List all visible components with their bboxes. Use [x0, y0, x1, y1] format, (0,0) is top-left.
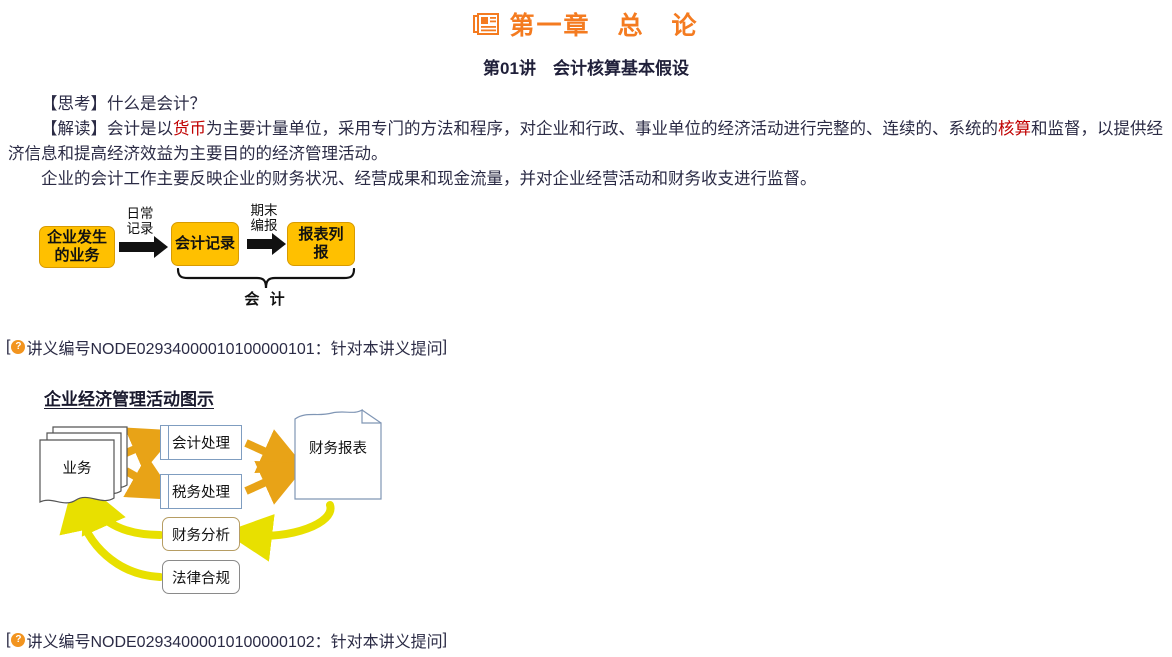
flow-box-report: 报表列 报 — [287, 222, 355, 266]
arrow-accounting-to-report — [244, 429, 308, 474]
note-open-bracket: [ — [6, 338, 11, 355]
flow-arrow-1 — [119, 236, 168, 258]
box-financial-analysis-label: 财务分析 — [172, 527, 230, 544]
paragraph-accounting-work: 企业的会计工作主要反映企业的财务状况、经营成果和现金流量，并对企业经营活动和财务… — [41, 170, 817, 188]
flow-box-record: 会计记录 — [171, 222, 239, 266]
diagram2-arrows — [59, 427, 335, 581]
newspaper-icon — [473, 13, 500, 35]
note-close-bracket: ] — [442, 338, 448, 355]
arrow-compliance-to-business — [59, 483, 164, 581]
accounting-flow-diagram: 企业发生 的业务 日常 记录 会计记录 期末 编报 报表列 报 会 计 — [34, 203, 434, 321]
flow-arrow-2 — [247, 233, 286, 255]
note-text[interactable]: 讲义编号NODE02934000010100000101：针对本讲义提问 — [26, 341, 443, 358]
question-icon[interactable]: ? — [11, 633, 26, 647]
lecture-subtitle: 第01讲 会计核算基本假设 — [483, 59, 689, 78]
paragraph-interpretation: 【解读】会计是以货币为主要计量单位，采用专门的方法和程序，对企业和行政、事业单位… — [8, 117, 1166, 167]
accounting-brace — [175, 267, 357, 290]
flow-box-record-label: 会计记录 — [174, 235, 235, 252]
box-financial-analysis[interactable]: 财务分析 — [162, 517, 240, 551]
financial-report-label: 财务报表 — [309, 441, 367, 457]
business-label: 业务 — [62, 461, 92, 477]
arrow-report-to-analysis — [224, 501, 335, 562]
box-accounting-processing[interactable]: 会计处理 — [160, 425, 242, 460]
flow-box-business: 企业发生 的业务 — [39, 226, 115, 268]
box-accounting-processing-label: 会计处理 — [172, 436, 230, 452]
diagram2-title: 企业经济管理活动图示 — [44, 390, 214, 409]
box-tax-processing[interactable]: 税务处理 — [160, 474, 242, 509]
page-title: 第一章 总 论 — [509, 12, 699, 40]
interpretation-line2: 督，以提供经济信息和提高经济效益为主要目的的经济管理活动。 — [8, 120, 1163, 163]
lecture-text-body: 【思考】什么是会计？ 【解读】会计是以货币为主要计量单位，采用专门的方法和程序，… — [0, 92, 1172, 192]
chapter-header: 第一章 总 论 — [0, 0, 1172, 42]
financial-report-document — [292, 407, 384, 502]
arrow-tax-to-report — [244, 460, 308, 505]
lecture-note-0102[interactable]: [ ? 讲义编号NODE02934000010100000102：针对本讲义提问… — [0, 628, 447, 652]
arrow-business-to-accounting — [124, 427, 179, 472]
note-open-bracket: [ — [6, 631, 11, 648]
interpretation-text-a: 【解读】会计是以 — [41, 120, 173, 138]
flow-box-business-label: 企业发生 的业务 — [46, 229, 107, 264]
note-close-bracket: ] — [442, 631, 448, 648]
box-legal-compliance[interactable]: 法律合规 — [162, 560, 240, 594]
business-document-stack — [35, 423, 135, 513]
box-tax-processing-label: 税务处理 — [172, 485, 230, 501]
paragraph-thinking: 【思考】什么是会计？ — [41, 95, 206, 113]
enterprise-economic-management-diagram: 业务 会计处理 税务处理 财务分析 法律合规 财务报表 — [30, 405, 430, 610]
arrow-business-to-tax — [123, 455, 177, 500]
box-legal-compliance-label: 法律合规 — [172, 570, 230, 587]
brace-label-accounting: 会 计 — [244, 291, 288, 308]
arrow-label-daily-record: 日常 记录 — [126, 206, 154, 236]
flow-box-report-label: 报表列 报 — [298, 226, 344, 261]
question-icon[interactable]: ? — [11, 340, 26, 354]
interpretation-text-b: 为主要计量单位，采用专门的方法和程序，对企业和行政、事业单位的经济活动进行完整的… — [206, 120, 998, 138]
highlight-currency: 货币 — [173, 120, 206, 138]
note-text[interactable]: 讲义编号NODE02934000010100000102：针对本讲义提问 — [26, 634, 443, 651]
arrow-label-period-report: 期末 编报 — [250, 203, 278, 233]
interpretation-text-c: 和监 — [1031, 120, 1064, 138]
highlight-accounting: 核算 — [998, 120, 1031, 138]
lecture-note-0101[interactable]: [ ? 讲义编号NODE02934000010100000101：针对本讲义提问… — [0, 335, 1172, 359]
